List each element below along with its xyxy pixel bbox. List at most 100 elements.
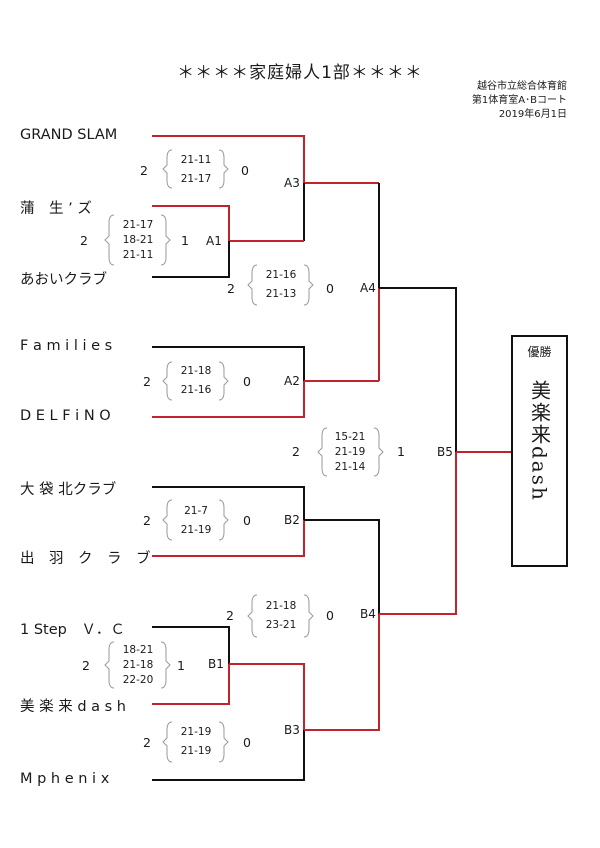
brace-b2-left: [162, 499, 173, 541]
line-1step: [152, 626, 230, 664]
team-1step: 1 Step Ｖ．Ｃ: [20, 622, 125, 638]
venue-court: 第1体育室A･Bコート: [471, 95, 567, 106]
champion-box: 優勝 美楽来dash: [511, 335, 568, 567]
venue-name: 越谷市立総合体育館: [477, 81, 567, 92]
brace-a3-left: [162, 149, 173, 189]
sets-left-a4: 2: [227, 281, 235, 296]
score-set: 23-21: [265, 619, 297, 631]
sets-right-a2: 0: [243, 374, 251, 389]
champion-label: 優勝: [527, 345, 552, 359]
match-label-b2: B2: [284, 513, 300, 527]
scores-a1: 21-17 18-21 21-11: [116, 218, 160, 263]
scores-b1: 18-21 21-18 22-20: [116, 643, 160, 688]
venue-info: 越谷市立総合体育館 第1体育室A･Bコート 2019年6月1日: [472, 80, 567, 122]
score-set: 21-11: [180, 154, 212, 166]
brace-b1-left: [104, 641, 115, 689]
team-grand-slam: GRAND SLAM: [20, 127, 118, 143]
scores-b3: 21-19 21-19: [174, 723, 218, 761]
team-delfino: D E L F i N O: [20, 408, 111, 424]
brace-a4-right: [303, 264, 314, 306]
team-mphenix: M p h e n i x: [20, 771, 110, 787]
team-dewa: 出 羽 ク ラ ブ: [20, 551, 151, 567]
brace-a2-left: [162, 361, 173, 401]
match-label-a4: A4: [360, 281, 376, 295]
brace-a1-right: [160, 214, 171, 266]
sets-left-b5: 2: [292, 444, 300, 459]
sets-left-a2: 2: [143, 374, 151, 389]
sets-left-b2: 2: [143, 513, 151, 528]
score-set: 21-19: [180, 726, 212, 738]
score-set: 21-13: [265, 288, 297, 300]
team-aoi: あおいクラブ: [20, 272, 107, 288]
sets-right-a4: 0: [326, 281, 334, 296]
score-set: 21-14: [334, 461, 366, 473]
match-label-b1: B1: [208, 657, 224, 671]
score-set: 21-19: [180, 745, 212, 757]
score-set: 21-16: [180, 384, 212, 396]
score-set: 21-19: [334, 446, 366, 458]
brace-b3-left: [162, 721, 173, 763]
line-dewa: [152, 520, 305, 557]
scores-b2: 21-7 21-19: [174, 502, 218, 540]
sets-right-b4: 0: [326, 608, 334, 623]
brace-b5-left: [317, 427, 328, 477]
score-set: 21-16: [265, 269, 297, 281]
score-set: 22-20: [122, 674, 154, 686]
line-obukuro: [152, 486, 305, 520]
line-mirakuru: [152, 664, 230, 705]
score-set: 21-18: [180, 365, 212, 377]
brace-a2-right: [218, 361, 229, 401]
brace-a4-left: [247, 264, 258, 306]
brace-a1-left: [104, 214, 115, 266]
score-set: 21-17: [122, 219, 154, 231]
sets-right-b3: 0: [243, 735, 251, 750]
brace-b4-left: [247, 594, 258, 638]
scores-a2: 21-18 21-16: [174, 362, 218, 400]
score-set: 18-21: [122, 234, 154, 246]
team-obukuro: 大 袋 北クラブ: [20, 482, 117, 498]
sets-right-b2: 0: [243, 513, 251, 528]
line-a4-out: [379, 287, 457, 452]
line-b3-out: [304, 614, 380, 731]
champion-name: 美楽来dash: [527, 380, 552, 502]
tournament-title: ＊＊＊＊家庭婦人1部＊＊＊＊: [177, 63, 423, 83]
line-mphenix: [152, 730, 305, 781]
score-set: 15-21: [334, 431, 366, 443]
line-b4-out: [379, 452, 457, 615]
score-set: 18-21: [122, 644, 154, 656]
sets-right-a3: 0: [241, 163, 249, 178]
scores-b5: 15-21 21-19 21-14: [328, 430, 372, 475]
line-delfino: [152, 381, 305, 418]
scores-a4: 21-16 21-13: [259, 266, 303, 304]
sets-right-b1: 1: [177, 658, 185, 673]
sets-left-b3: 2: [143, 735, 151, 750]
match-label-a3: A3: [284, 176, 300, 190]
line-aoi: [152, 241, 230, 278]
score-set: 21-17: [180, 173, 212, 185]
score-set: 21-18: [265, 600, 297, 612]
sets-left-a3: 2: [140, 163, 148, 178]
sets-left-b4: 2: [226, 608, 234, 623]
brace-b2-right: [218, 499, 229, 541]
sets-right-b5: 1: [397, 444, 405, 459]
match-label-a2: A2: [284, 374, 300, 388]
line-b1-out: [229, 663, 305, 730]
sets-left-a1: 2: [80, 233, 88, 248]
scores-b4: 21-18 23-21: [259, 597, 303, 635]
brace-b1-right: [160, 641, 171, 689]
team-mirakuru: 美 楽 来 d a s h: [20, 699, 126, 715]
match-label-b3: B3: [284, 723, 300, 737]
brace-a3-right: [218, 149, 229, 189]
brace-b3-right: [218, 721, 229, 763]
sets-right-a1: 1: [181, 233, 189, 248]
score-set: 21-7: [184, 505, 208, 517]
match-label-b5: B5: [437, 445, 453, 459]
sets-left-b1: 2: [82, 658, 90, 673]
brace-b4-right: [303, 594, 314, 638]
venue-date: 2019年6月1日: [498, 109, 567, 120]
line-families: [152, 346, 305, 381]
score-set: 21-19: [180, 524, 212, 536]
brace-b5-right: [373, 427, 384, 477]
scores-a3: 21-11 21-17: [174, 151, 218, 189]
